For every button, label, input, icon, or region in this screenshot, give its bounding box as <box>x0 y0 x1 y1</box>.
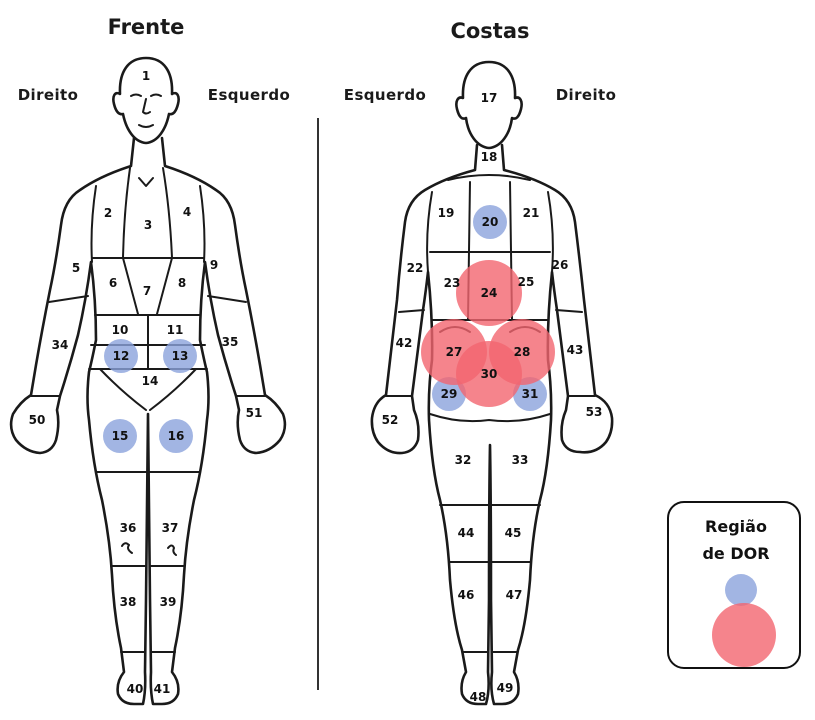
front-region-label: 1 <box>142 69 150 83</box>
back-region-label: 24 <box>481 286 498 300</box>
back-view-right-caption: Direito <box>556 86 617 104</box>
front-region-label: 35 <box>222 335 239 349</box>
back-view-left-caption: Esquerdo <box>344 86 426 104</box>
back-region-label: 31 <box>522 387 539 401</box>
front-view-title: Frente <box>108 15 185 39</box>
back-region-label: 44 <box>458 526 475 540</box>
legend-title-line-2: de DOR <box>702 544 769 563</box>
front-region-label: 50 <box>29 413 46 427</box>
back-region-label: 45 <box>505 526 522 540</box>
front-region-label: 12 <box>113 349 130 363</box>
back-region-label: 26 <box>552 258 569 272</box>
back-region-label: 19 <box>438 206 455 220</box>
back-region-label: 32 <box>455 453 472 467</box>
front-region-label: 15 <box>112 429 129 443</box>
back-region-label: 53 <box>586 405 603 419</box>
front-region-label: 6 <box>109 276 117 290</box>
front-region-label: 34 <box>52 338 69 352</box>
back-region-label: 46 <box>458 588 475 602</box>
front-region-label: 9 <box>210 258 218 272</box>
front-region-label: 37 <box>162 521 179 535</box>
back-region-label: 21 <box>523 206 540 220</box>
back-region-label: 18 <box>481 150 498 164</box>
back-region-label: 23 <box>444 276 461 290</box>
front-region-label: 4 <box>183 205 191 219</box>
back-region-label: 28 <box>514 345 531 359</box>
front-region-label: 38 <box>120 595 137 609</box>
back-region-label: 22 <box>407 261 424 275</box>
back-region-label: 47 <box>506 588 523 602</box>
back-head-outline <box>456 62 521 148</box>
front-region-label: 41 <box>154 682 171 696</box>
front-region-label: 14 <box>142 374 159 388</box>
front-region-label: 3 <box>144 218 152 232</box>
front-region-label: 10 <box>112 323 129 337</box>
front-region-label: 11 <box>167 323 184 337</box>
front-region-label: 16 <box>168 429 185 443</box>
front-region-label: 36 <box>120 521 137 535</box>
back-region-label: 42 <box>396 336 413 350</box>
back-region-label: 29 <box>441 387 458 401</box>
legend-title-line-1: Região <box>705 517 767 536</box>
front-region-label: 39 <box>160 595 177 609</box>
back-region-label: 33 <box>512 453 529 467</box>
front-region-label: 51 <box>246 406 263 420</box>
back-region-label: 25 <box>518 275 535 289</box>
back-region-label: 52 <box>382 413 399 427</box>
legend-small-pain-mark <box>725 574 757 606</box>
front-region-label: 7 <box>143 284 151 298</box>
front-region-label: 40 <box>127 682 144 696</box>
pain-legend: Região de DOR <box>668 502 800 668</box>
back-region-label: 43 <box>567 343 584 357</box>
back-region-label: 49 <box>497 681 514 695</box>
front-region-label: 2 <box>104 206 112 220</box>
front-view-left-caption: Direito <box>18 86 79 104</box>
back-region-label: 30 <box>481 367 498 381</box>
back-view-title: Costas <box>450 19 529 43</box>
front-region-label: 13 <box>172 349 189 363</box>
back-region-label: 48 <box>470 690 487 704</box>
front-view-right-caption: Esquerdo <box>208 86 290 104</box>
back-region-label: 17 <box>481 91 498 105</box>
front-region-label: 8 <box>178 276 186 290</box>
back-region-label: 20 <box>482 215 499 229</box>
back-region-label: 27 <box>446 345 463 359</box>
front-region-label: 5 <box>72 261 80 275</box>
legend-large-pain-mark <box>712 603 776 667</box>
